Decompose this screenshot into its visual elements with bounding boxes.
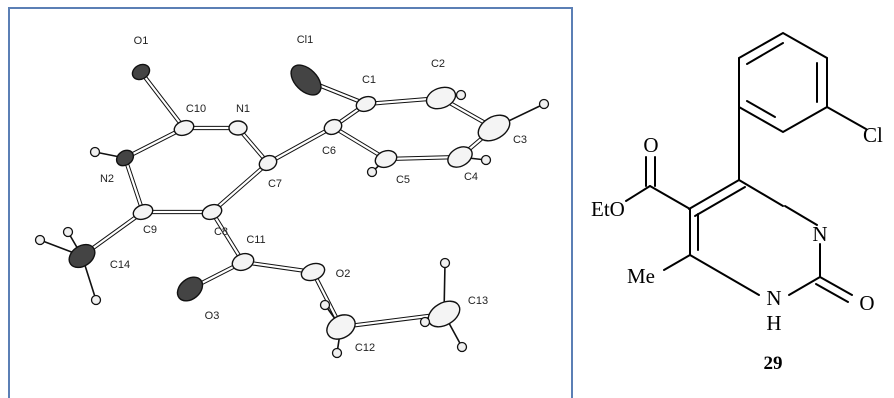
- bond-c-o-urea-1: [819, 276, 853, 296]
- label-c2: C2: [431, 58, 445, 70]
- bond-c-cl: [826, 106, 867, 130]
- label-urea-o: O: [859, 291, 874, 315]
- label-c3: C3: [513, 134, 527, 146]
- label-c13: C13: [468, 295, 488, 307]
- label-c6: C6: [322, 145, 336, 157]
- panel-frame: [8, 7, 573, 398]
- label-c7: C7: [268, 178, 282, 190]
- label-c8: C8: [214, 226, 228, 238]
- label-carbonyl-o: O: [643, 133, 658, 157]
- compound-number: 29: [764, 353, 783, 374]
- bond-c-o-urea-2: [815, 283, 849, 303]
- atoms: [68, 63, 511, 340]
- label-n2: N2: [100, 173, 114, 185]
- ester-group: [625, 156, 691, 210]
- hydrogen-atoms: [34, 89, 550, 359]
- bond-methyl: [663, 254, 691, 271]
- label-c5: C5: [396, 174, 410, 186]
- label-eto: EtO: [591, 197, 625, 221]
- label-nh-h: H: [766, 311, 781, 335]
- atom-labels: O1 Cl1 C10 N1 C1 C2 N2 C7 C6 C5 C4 C3 C9…: [100, 34, 527, 354]
- label-c14: C14: [110, 259, 130, 271]
- label-me: Me: [627, 264, 655, 288]
- crystal-structure-panel: O1 Cl1 C10 N1 C1 C2 N2 C7 C6 C5 C4 C3 C9…: [8, 7, 573, 398]
- label-o3: O3: [205, 310, 220, 322]
- label-c1: C1: [362, 74, 376, 86]
- label-nh-n: N: [766, 286, 781, 310]
- label-n1: N1: [236, 103, 250, 115]
- label-c10: C10: [186, 103, 206, 115]
- label-c11: C11: [246, 234, 265, 246]
- label-c12: C12: [355, 342, 375, 354]
- label-c4: C4: [464, 171, 478, 183]
- label-c9: C9: [143, 224, 157, 236]
- pyrimidinone-ring: [688, 106, 821, 296]
- label-ring-n: N: [812, 222, 827, 246]
- label-o1: O1: [134, 35, 149, 47]
- label-cl: Cl: [863, 123, 883, 147]
- phenyl-ring: [738, 31, 828, 134]
- skeletal-formula-panel: O EtO N Cl Me N H O 29: [591, 31, 883, 374]
- label-cl1: Cl1: [297, 34, 314, 46]
- label-o2: O2: [336, 268, 351, 280]
